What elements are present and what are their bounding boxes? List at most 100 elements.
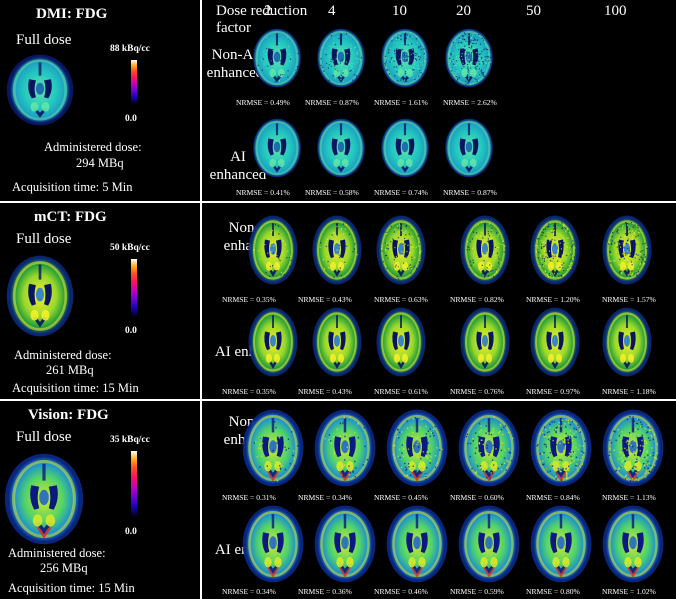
brain-image: [460, 215, 510, 285]
full-dose-label: Full dose: [16, 32, 72, 48]
scale-max-label: 50 kBq/cc: [110, 243, 150, 253]
administered-dose-value: 256 MBq: [40, 561, 88, 575]
nrmse-value: NRMSE = 0.84%: [526, 493, 580, 502]
brain-image: [530, 307, 580, 377]
nrmse-value: NRMSE = 1.02%: [602, 587, 656, 596]
administered-dose-label: Administered dose:: [14, 348, 112, 362]
colorbar: [131, 451, 137, 517]
nrmse-value: NRMSE = 0.87%: [305, 98, 359, 107]
nrmse-value: NRMSE = 1.18%: [602, 387, 656, 396]
full-dose-brain-image: [6, 255, 74, 337]
nrmse-value: NRMSE = 0.80%: [526, 587, 580, 596]
nrmse-value: NRMSE = 0.41%: [236, 188, 290, 197]
brain-image: [458, 505, 520, 583]
nrmse-value: NRMSE = 0.35%: [222, 295, 276, 304]
scale-min-label: 0.0: [125, 527, 137, 537]
full-dose-brain-image: [4, 453, 84, 545]
section-title: mCT: FDG: [34, 209, 107, 225]
nrmse-value: NRMSE = 1.13%: [602, 493, 656, 502]
vision-info-panel: Vision: FDG Full dose 35 kBq/cc 0.0 Admi…: [0, 401, 200, 599]
colorbar: [131, 60, 137, 104]
nrmse-value: NRMSE = 0.46%: [374, 587, 428, 596]
nrmse-value: NRMSE = 0.61%: [374, 387, 428, 396]
nrmse-value: NRMSE = 0.58%: [305, 188, 359, 197]
brain-image: [602, 505, 664, 583]
nrmse-value: NRMSE = 2.62%: [443, 98, 497, 107]
nrmse-value: NRMSE = 0.82%: [450, 295, 504, 304]
section-title: Vision: FDG: [28, 407, 109, 423]
nrmse-value: NRMSE = 0.35%: [222, 387, 276, 396]
nrmse-value: NRMSE = 0.49%: [236, 98, 290, 107]
scale-min-label: 0.0: [125, 114, 137, 124]
full-dose-label: Full dose: [16, 231, 72, 247]
brain-image: [248, 307, 298, 377]
factor-header: 4: [328, 3, 336, 19]
ai-row-label: AI enhanced: [209, 149, 267, 183]
nrmse-value: NRMSE = 0.76%: [450, 387, 504, 396]
dmi-info-panel: DMI: FDG Full dose 88 kBq/cc 0.0 Adminis…: [0, 0, 200, 201]
brain-image: [376, 307, 426, 377]
nrmse-value: NRMSE = 0.45%: [374, 493, 428, 502]
brain-image: [445, 118, 493, 178]
brain-image: [530, 409, 592, 487]
nrmse-value: NRMSE = 0.34%: [298, 493, 352, 502]
scale-min-label: 0.0: [125, 326, 137, 336]
nrmse-value: NRMSE = 0.34%: [222, 587, 276, 596]
brain-image: [314, 505, 376, 583]
scale-max-label: 88 kBq/cc: [110, 44, 150, 54]
brain-image: [317, 28, 365, 88]
brain-image: [242, 505, 304, 583]
nrmse-value: NRMSE = 0.36%: [298, 587, 352, 596]
acquisition-time: Acquisition time: 15 Min: [12, 381, 139, 395]
brain-image: [530, 215, 580, 285]
nrmse-value: NRMSE = 0.87%: [443, 188, 497, 197]
factor-header: 100: [604, 3, 627, 19]
nrmse-value: NRMSE = 0.59%: [450, 587, 504, 596]
brain-image: [530, 505, 592, 583]
dose-reduction-factor-label: Dose reduction: [216, 3, 308, 19]
non-ai-row-label: Non-AI enhanced: [202, 46, 268, 82]
non-ai-label-line-1: Non-AI: [211, 47, 259, 63]
mct-info-panel: mCT: FDG Full dose 50 kBq/cc 0.0 Adminis…: [0, 203, 200, 399]
section-title: DMI: FDG: [36, 6, 108, 22]
administered-dose-value: 294 MBq: [76, 156, 124, 170]
brain-image: [386, 505, 448, 583]
nrmse-value: NRMSE = 1.57%: [602, 295, 656, 304]
administered-dose-value: 261 MBq: [46, 363, 94, 377]
full-dose-label: Full dose: [16, 429, 72, 445]
dmi-image-panel: Dose reduction factor 2 4 10 20 50 100 N…: [202, 0, 676, 201]
acquisition-time: Acquisition time: 15 Min: [8, 581, 135, 595]
brain-image: [242, 409, 304, 487]
brain-image: [386, 409, 448, 487]
brain-image: [602, 215, 652, 285]
dose-reduction-factor-label-2: factor: [216, 20, 251, 36]
nrmse-value: NRMSE = 1.61%: [374, 98, 428, 107]
nrmse-value: NRMSE = 0.97%: [526, 387, 580, 396]
administered-dose-label: Administered dose:: [8, 546, 106, 560]
nrmse-value: NRMSE = 0.43%: [298, 295, 352, 304]
mct-image-panel: Non-AI enhanced AI enhanced NRMSE = 0.35…: [202, 203, 676, 399]
brain-image: [314, 409, 376, 487]
nrmse-value: NRMSE = 0.31%: [222, 493, 276, 502]
administered-dose-label: Administered dose:: [44, 140, 142, 154]
non-ai-label-line-2: enhanced: [206, 65, 264, 81]
factor-header: 50: [526, 3, 541, 19]
factor-header: 2: [264, 3, 272, 19]
brain-image: [602, 307, 652, 377]
nrmse-value: NRMSE = 1.20%: [526, 295, 580, 304]
scale-max-label: 35 kBq/cc: [110, 435, 150, 445]
nrmse-value: NRMSE = 0.60%: [450, 493, 504, 502]
brain-image: [317, 118, 365, 178]
brain-image: [312, 307, 362, 377]
brain-image: [602, 409, 664, 487]
factor-header: 20: [456, 3, 471, 19]
brain-image: [381, 118, 429, 178]
brain-image: [460, 307, 510, 377]
brain-image: [445, 28, 493, 88]
factor-header: 10: [392, 3, 407, 19]
brain-image: [458, 409, 520, 487]
nrmse-value: NRMSE = 0.43%: [298, 387, 352, 396]
brain-image: [312, 215, 362, 285]
brain-image: [253, 28, 301, 88]
nrmse-value: NRMSE = 0.63%: [374, 295, 428, 304]
